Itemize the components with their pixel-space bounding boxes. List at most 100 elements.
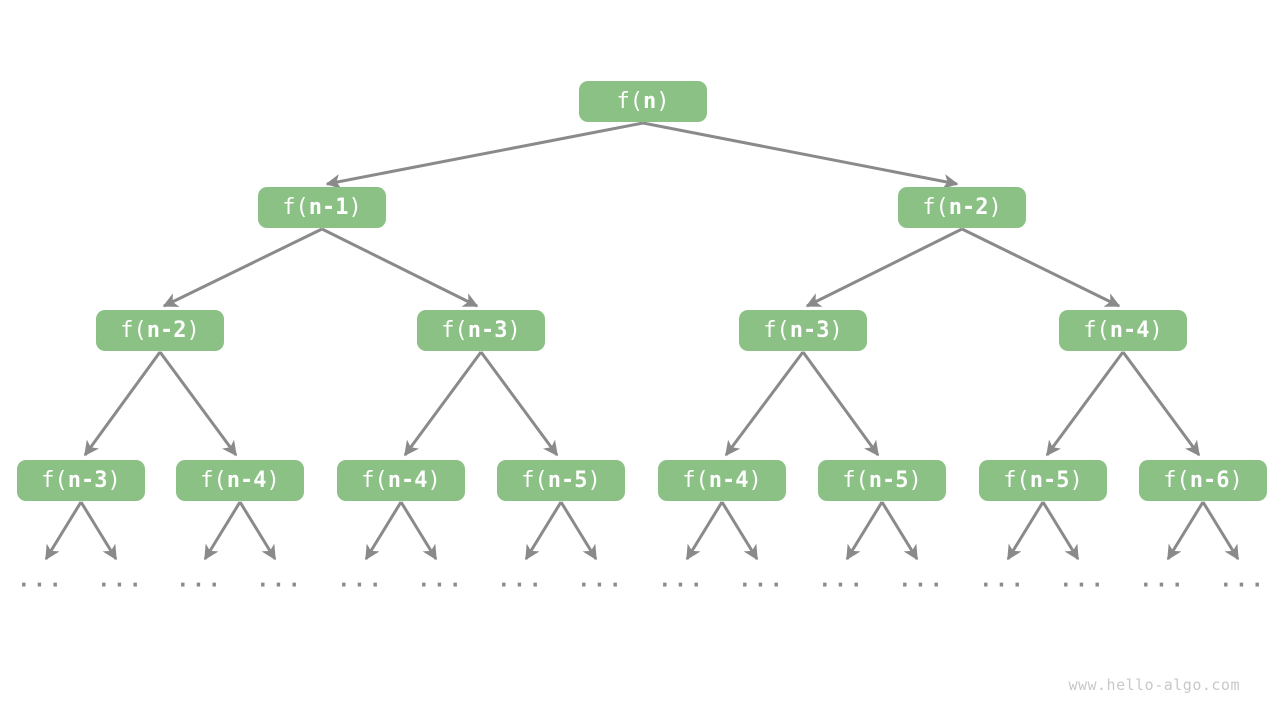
edge-arrow bbox=[238, 501, 277, 561]
tree-node: f(n-4) bbox=[176, 460, 304, 501]
node-text-var: n-4 bbox=[226, 467, 267, 493]
node-text-pre: f( bbox=[441, 317, 468, 343]
node-text-pre: f( bbox=[1163, 467, 1190, 493]
node-text-pre: f( bbox=[361, 467, 388, 493]
node-text-pre: f( bbox=[282, 194, 309, 220]
node-text-pre: f( bbox=[763, 317, 790, 343]
ellipsis-dots: ... bbox=[97, 567, 145, 592]
ellipsis-dots: ... bbox=[176, 567, 224, 592]
node-text-post: ) bbox=[829, 317, 843, 343]
edge-arrow bbox=[1166, 501, 1205, 561]
edge-arrow bbox=[524, 501, 563, 561]
tree-node: f(n-5) bbox=[979, 460, 1107, 501]
ellipsis-dots: ... bbox=[417, 567, 465, 592]
ellipsis-dots: ... bbox=[497, 567, 545, 592]
node-text-post: ) bbox=[748, 467, 762, 493]
node-text-var: n-1 bbox=[308, 194, 349, 220]
edge-arrow bbox=[399, 501, 438, 561]
node-text-var: n-2 bbox=[146, 317, 187, 343]
watermark-text: www.hello-algo.com bbox=[1068, 676, 1240, 694]
node-text-var: n-5 bbox=[547, 467, 588, 493]
node-text-post: ) bbox=[1069, 467, 1083, 493]
ellipsis-dots: ... bbox=[337, 567, 385, 592]
node-text-pre: f( bbox=[120, 317, 147, 343]
node-text-post: ) bbox=[427, 467, 441, 493]
node-text-pre: f( bbox=[41, 467, 68, 493]
tree-node: f(n-1) bbox=[258, 187, 386, 228]
node-text-var: n-5 bbox=[868, 467, 909, 493]
tree-node: f(n-6) bbox=[1139, 460, 1267, 501]
tree-node: f(n-5) bbox=[818, 460, 946, 501]
tree-node: f(n-5) bbox=[497, 460, 625, 501]
node-text-pre: f( bbox=[842, 467, 869, 493]
edge-arrow bbox=[720, 501, 759, 561]
edge-arrow bbox=[1045, 351, 1125, 457]
node-text-pre: f( bbox=[200, 467, 227, 493]
edge-arrow bbox=[685, 501, 724, 561]
node-text-pre: f( bbox=[682, 467, 709, 493]
ellipsis-dots: ... bbox=[1059, 567, 1107, 592]
tree-node: f(n-2) bbox=[898, 187, 1026, 228]
edge-arrow bbox=[845, 501, 884, 561]
node-text-pre: f( bbox=[1083, 317, 1110, 343]
edge-arrow bbox=[801, 351, 880, 457]
ellipsis-dots: ... bbox=[577, 567, 625, 592]
ellipsis-dots: ... bbox=[658, 567, 706, 592]
ellipsis-dots: ... bbox=[898, 567, 946, 592]
tree-node: f(n-2) bbox=[96, 310, 224, 351]
edge-arrow bbox=[403, 351, 483, 457]
tree-node: f(n-3) bbox=[417, 310, 545, 351]
node-text-pre: f( bbox=[1003, 467, 1030, 493]
edge-arrow bbox=[805, 227, 963, 308]
node-text-post: ) bbox=[507, 317, 521, 343]
edge-arrow bbox=[559, 501, 598, 561]
node-text-post: ) bbox=[1229, 467, 1243, 493]
node-text-post: ) bbox=[587, 467, 601, 493]
edge-arrow bbox=[162, 227, 323, 308]
edge-arrow bbox=[642, 121, 959, 189]
node-text-pre: f( bbox=[521, 467, 548, 493]
ellipsis-dots: ... bbox=[1139, 567, 1187, 592]
tree-node: f(n-3) bbox=[739, 310, 867, 351]
edge-arrow bbox=[325, 121, 644, 189]
tree-edges bbox=[44, 121, 1240, 561]
node-text-pre: f( bbox=[922, 194, 949, 220]
edge-arrow bbox=[79, 501, 118, 561]
tree-node: f(n-3) bbox=[17, 460, 145, 501]
node-text-post: ) bbox=[348, 194, 362, 220]
node-text-var: n bbox=[643, 88, 657, 114]
edge-arrow bbox=[44, 501, 83, 561]
edge-arrow bbox=[880, 501, 919, 561]
ellipsis-dots: ... bbox=[738, 567, 786, 592]
edge-arrow bbox=[961, 227, 1121, 308]
edge-arrow bbox=[364, 501, 403, 561]
node-text-var: n-4 bbox=[387, 467, 428, 493]
edge-arrow bbox=[158, 351, 238, 457]
node-text-var: n-4 bbox=[708, 467, 749, 493]
node-text-var: n-4 bbox=[1109, 317, 1150, 343]
edge-arrow bbox=[1006, 501, 1045, 561]
node-text-var: n-5 bbox=[1029, 467, 1070, 493]
node-text-post: ) bbox=[988, 194, 1002, 220]
ellipsis-dots: ... bbox=[17, 567, 65, 592]
edge-arrow bbox=[1121, 351, 1201, 457]
tree-node: f(n-4) bbox=[1059, 310, 1187, 351]
ellipsis-dots: ... bbox=[256, 567, 304, 592]
node-text-pre: f( bbox=[616, 88, 644, 114]
node-text-post: ) bbox=[656, 88, 670, 114]
ellipsis-dots: ... bbox=[818, 567, 866, 592]
edge-arrow bbox=[1201, 501, 1240, 561]
edge-arrow bbox=[321, 227, 479, 308]
edge-arrow bbox=[83, 351, 162, 457]
node-text-post: ) bbox=[266, 467, 280, 493]
edge-arrow bbox=[1041, 501, 1080, 561]
edge-arrow bbox=[479, 351, 559, 457]
node-text-var: n-3 bbox=[467, 317, 508, 343]
ellipsis-dots: ... bbox=[979, 567, 1027, 592]
node-text-post: ) bbox=[107, 467, 121, 493]
ellipsis-dots: ... bbox=[1219, 567, 1267, 592]
node-text-post: ) bbox=[1149, 317, 1163, 343]
node-text-var: n-3 bbox=[67, 467, 108, 493]
